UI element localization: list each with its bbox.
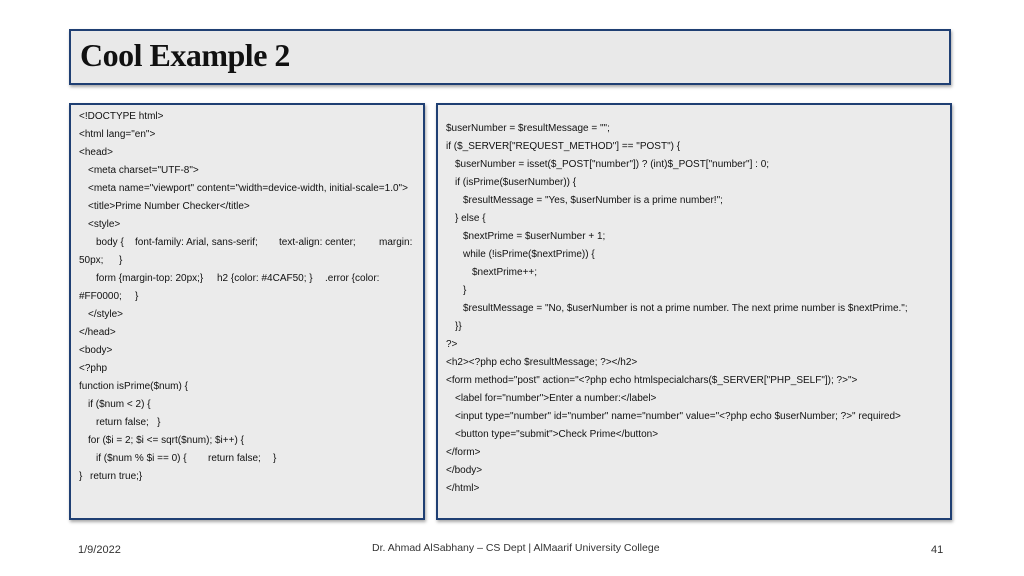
- left-code-panel: <!DOCTYPE html> <html lang="en"> <head> …: [69, 103, 425, 520]
- code-line: </head>: [79, 327, 116, 338]
- code-line: </style>: [88, 309, 124, 320]
- footer-author: Dr. Ahmad AlSabhany – CS Dept | AlMaarif…: [372, 542, 660, 554]
- code-line: $nextPrime = $userNumber + 1;: [463, 231, 606, 242]
- code-line: $resultMessage = "No, $userNumber is not…: [463, 303, 908, 314]
- code-line: <?php: [79, 363, 108, 374]
- title-bar: Cool Example 2: [69, 29, 951, 85]
- code-line: while (!isPrime($nextPrime)) {: [463, 249, 595, 260]
- code-line: <button type="submit">Check Prime</butto…: [455, 429, 659, 440]
- code-line: form {margin-top: 20px;}: [96, 273, 204, 284]
- code-line: h2 {color: #4CAF50; }: [217, 273, 313, 284]
- code-line: <input type="number" id="number" name="n…: [455, 411, 901, 422]
- code-line: $userNumber = $resultMessage = "";: [446, 123, 610, 134]
- code-line: <head>: [79, 147, 113, 158]
- code-line: font-family: Arial, sans-serif;: [135, 237, 258, 248]
- code-line: for ($i = 2; $i <= sqrt($num); $i++) {: [88, 435, 244, 446]
- code-line: <style>: [88, 219, 121, 230]
- code-line: <title>Prime Number Checker</title>: [88, 201, 250, 212]
- footer-date: 1/9/2022: [78, 544, 121, 556]
- code-line: margin:: [379, 237, 413, 248]
- code-line: }}: [455, 321, 462, 332]
- code-line: text-align: center;: [279, 237, 356, 248]
- code-line: }: [135, 291, 139, 302]
- code-line: .error {color:: [325, 273, 380, 284]
- code-line: <body>: [79, 345, 113, 356]
- code-line: }: [119, 255, 123, 266]
- code-line: #FF0000;: [79, 291, 122, 302]
- code-line: <meta charset="UTF-8">: [88, 165, 199, 176]
- code-line: body {: [96, 237, 124, 248]
- code-line: $resultMessage = "Yes, $userNumber is a …: [463, 195, 723, 206]
- code-line: } else {: [455, 213, 486, 224]
- code-line: <h2><?php echo $resultMessage; ?></h2>: [446, 357, 638, 368]
- code-line: if (isPrime($userNumber)) {: [455, 177, 577, 188]
- code-line: <meta name="viewport" content="width=dev…: [88, 183, 408, 194]
- code-line: </html>: [446, 483, 480, 494]
- code-line: return true;}: [90, 471, 143, 482]
- code-line: <html lang="en">: [79, 129, 156, 140]
- code-line: return false;: [208, 453, 261, 464]
- code-line: $userNumber = isset($_POST["number"]) ? …: [455, 159, 770, 170]
- page-number: 41: [931, 544, 944, 556]
- code-line: }: [463, 285, 467, 296]
- slide-title: Cool Example 2: [80, 37, 290, 73]
- code-line: return false; }: [96, 417, 161, 428]
- code-line: if ($_SERVER["REQUEST_METHOD"] == "POST"…: [446, 141, 681, 152]
- code-line: $nextPrime++;: [472, 267, 538, 278]
- code-line: }: [79, 471, 83, 482]
- code-line: <form method="post" action="<?php echo h…: [446, 375, 858, 386]
- code-line: }: [273, 453, 277, 464]
- code-line: </body>: [446, 465, 483, 476]
- code-line: </form>: [446, 447, 481, 458]
- code-line: function isPrime($num) {: [79, 381, 188, 392]
- code-line: if ($num < 2) {: [88, 399, 151, 410]
- right-code-panel: $userNumber = $resultMessage = ""; if ($…: [436, 103, 952, 520]
- code-line: <!DOCTYPE html>: [79, 111, 164, 122]
- code-line: if ($num % $i == 0) {: [96, 453, 187, 464]
- code-line: 50px;: [79, 255, 104, 266]
- code-line: ?>: [446, 339, 458, 350]
- code-line: <label for="number">Enter a number:</lab…: [455, 393, 657, 404]
